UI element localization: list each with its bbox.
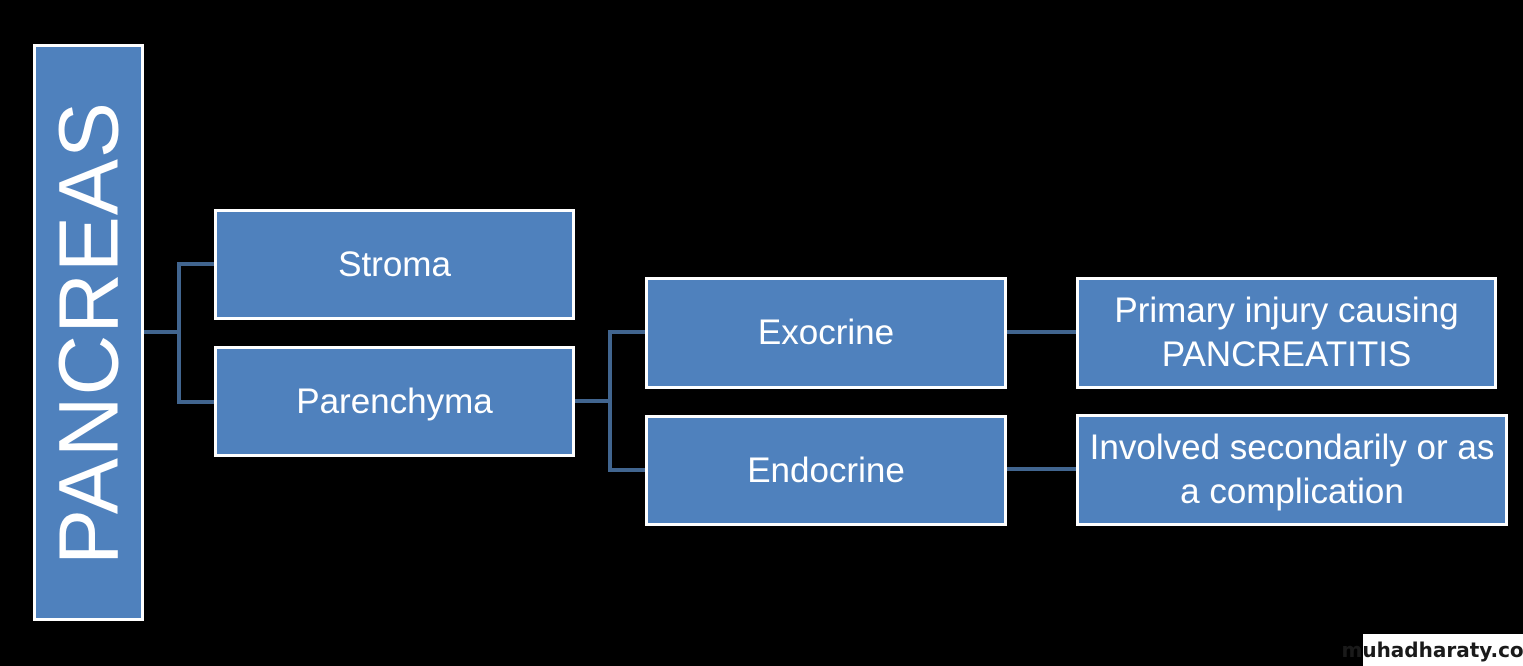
connector-root-parenchyma	[177, 332, 214, 404]
node-exocrine: Exocrine	[645, 277, 1007, 389]
watermark: muhadharaty.com	[1341, 634, 1523, 666]
node-stroma: Stroma	[214, 209, 575, 320]
node-involved-secondarily: Involved secondarily or as a complicatio…	[1076, 414, 1508, 526]
node-endocrine: Endocrine	[645, 415, 1007, 526]
connector-root-stroma	[144, 262, 214, 334]
node-primary-injury: Primary injury causing PANCREATITIS	[1076, 277, 1497, 389]
root-node-pancreas: PANCREAS	[33, 44, 144, 621]
connector-parenchyma-endocrine	[608, 401, 645, 472]
root-label: PANCREAS	[41, 100, 135, 565]
connector-parenchyma-exocrine	[575, 330, 645, 403]
node-parenchyma: Parenchyma	[214, 346, 575, 457]
